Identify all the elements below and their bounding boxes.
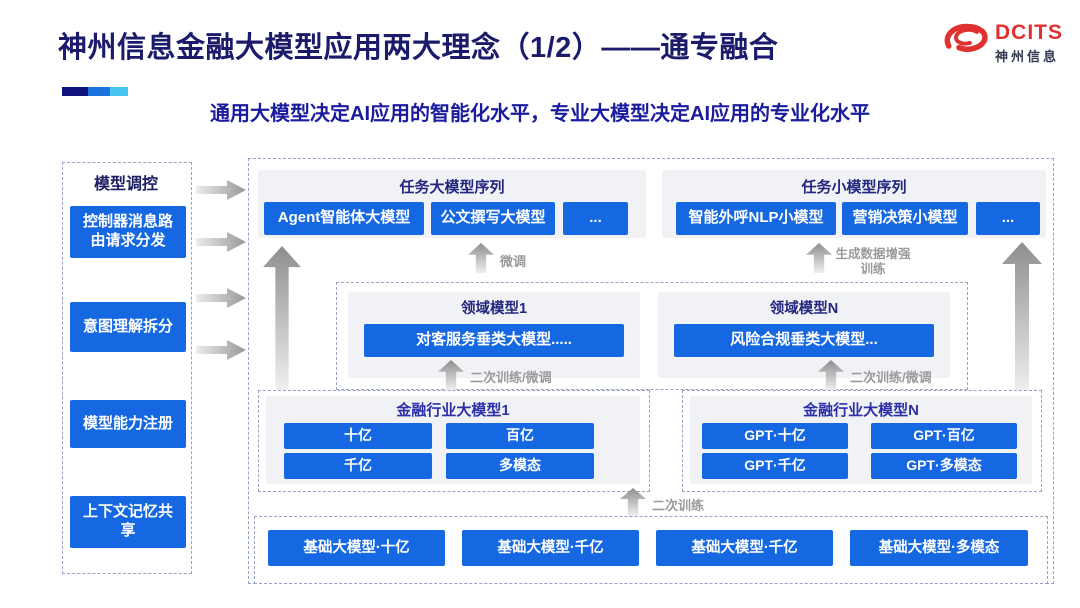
section-title-task-large: 任务大模型序列 [399, 179, 505, 196]
sidebar-item-router: 控制器消息路由请求分发 [70, 206, 186, 258]
up-arrow-icon [818, 360, 844, 390]
sidebar-item-registry: 模型能力注册 [70, 400, 186, 448]
chip-ten-billion: 百亿 [446, 423, 594, 449]
accent-segment [62, 87, 88, 96]
chip-gpt-multimodal: GPT·多模态 [871, 453, 1017, 479]
flow-arrow-right-icon [196, 340, 246, 360]
flow-arrow-right-icon [196, 180, 246, 200]
arrow-label-retrain-ft-left: 二次训练/微调 [470, 370, 552, 385]
arrow-label-retrain: 二次训练 [652, 498, 705, 513]
sidebar-item-context: 上下文记忆共享 [70, 496, 186, 548]
brand-name: DCITS [995, 21, 1063, 44]
chip-ellipsis-large: ... [563, 202, 628, 235]
arrow-label-retrain-ft-right: 二次训练/微调 [850, 370, 932, 385]
title-accent-bar [62, 87, 128, 96]
brand-name-cn: 神州信息 [995, 49, 1060, 65]
tall-up-arrow-icon [263, 246, 301, 390]
chip-hundred-billion: 千亿 [284, 453, 432, 479]
arrow-label-gen-data: 生成数据增强训练 [835, 247, 911, 276]
sidebar-title: 模型调控 [93, 176, 158, 193]
chip-base-multimodal: 基础大模型·多模态 [850, 530, 1028, 566]
dcits-logo-icon [944, 23, 988, 52]
chip-base-hundred-billion-1: 基础大模型·千亿 [462, 530, 639, 566]
chip-base-hundred-billion-2: 基础大模型·千亿 [656, 530, 833, 566]
accent-segment [88, 87, 110, 96]
chip-gpt-hundred-billion: GPT·千亿 [702, 453, 848, 479]
up-arrow-icon [806, 243, 832, 273]
flow-arrow-right-icon [196, 288, 246, 308]
accent-segment [110, 87, 128, 96]
chip-risk-compliance-model: 风险合规垂类大模型... [674, 324, 934, 357]
chip-billion: 十亿 [284, 423, 432, 449]
chip-gpt-billion: GPT·十亿 [702, 423, 848, 449]
chip-gpt-ten-billion: GPT·百亿 [871, 423, 1017, 449]
sidebar-item-intent: 意图理解拆分 [70, 302, 186, 352]
section-title-industry-n: 金融行业大模型N [803, 402, 919, 419]
subtitle: 通用大模型决定AI应用的智能化水平，专业大模型决定AI应用的专业化水平 [210, 103, 870, 125]
chip-multimodal: 多模态 [446, 453, 594, 479]
arrow-label-fine-tune: 微调 [500, 254, 527, 269]
section-title-domain-1: 领域模型1 [460, 301, 528, 317]
chip-agent-model: Agent智能体大模型 [264, 202, 424, 235]
tall-up-arrow-icon [1002, 242, 1042, 392]
chip-marketing-model: 营销决策小模型 [842, 202, 968, 235]
section-title-task-small: 任务小模型序列 [801, 179, 907, 196]
chip-base-billion: 基础大模型·十亿 [268, 530, 445, 566]
chip-customer-service-model: 对客服务垂类大模型..... [364, 324, 624, 357]
chip-document-model: 公文撰写大模型 [431, 202, 555, 235]
chip-nlp-callout-model: 智能外呼NLP小模型 [676, 202, 836, 235]
up-arrow-icon [468, 243, 494, 273]
chip-ellipsis-small: ... [976, 202, 1040, 235]
flow-arrow-right-icon [196, 232, 246, 252]
section-title-domain-n: 领域模型N [769, 301, 839, 317]
section-title-industry-1: 金融行业大模型1 [396, 402, 510, 419]
page-title: 神州信息金融大模型应用两大理念（1/2）——通专融合 [58, 32, 779, 64]
up-arrow-icon [438, 360, 464, 390]
up-arrow-icon [620, 488, 646, 516]
